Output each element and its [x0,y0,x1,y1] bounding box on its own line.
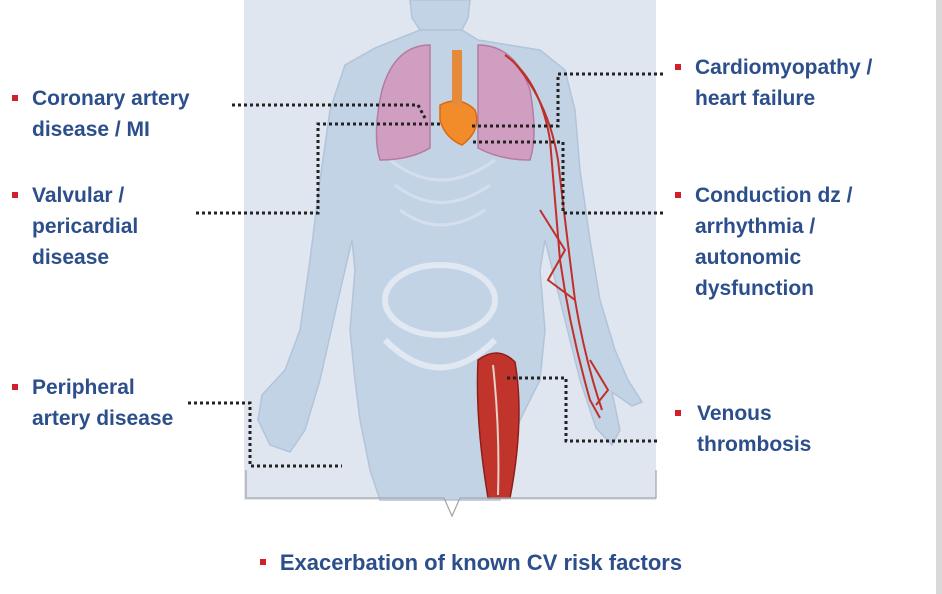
label-line: arrhythmia / [695,211,852,242]
label-line: dysfunction [695,273,852,304]
label-line: Conduction dz / [695,180,852,211]
bullet-coronary [12,95,18,101]
label-venous-thrombosis: Venous thrombosis [697,398,811,460]
label-line: Coronary artery [32,83,190,114]
bullet-cardiomyopathy [675,64,681,70]
label-conduction-arrhythmia: Conduction dz / arrhythmia / autonomic d… [695,180,852,304]
label-line: artery disease [32,403,173,434]
label-line: disease [32,242,138,273]
bullet-footer [260,559,266,565]
label-cardiomyopathy-heart-failure: Cardiomyopathy / heart failure [695,52,872,114]
label-peripheral-artery-disease: Peripheral artery disease [32,372,173,434]
label-valvular-pericardial-disease: Valvular / pericardial disease [32,180,138,273]
label-line: thrombosis [697,429,811,460]
bullet-conduction [675,192,681,198]
right-edge-bar [936,0,942,594]
label-line: heart failure [695,83,872,114]
footer-text: Exacerbation of known CV risk factors [280,550,682,575]
label-line: Peripheral [32,372,173,403]
bullet-valvular [12,192,18,198]
bullet-venous [675,410,681,416]
label-coronary-artery-disease: Coronary artery disease / MI [32,83,190,145]
label-line: Valvular / [32,180,138,211]
label-line: Venous [697,398,811,429]
footer-caption: Exacerbation of known CV risk factors [0,550,942,576]
label-line: disease / MI [32,114,190,145]
label-line: Cardiomyopathy / [695,52,872,83]
label-line: pericardial [32,211,138,242]
label-line: autonomic [695,242,852,273]
bullet-peripheral [12,384,18,390]
